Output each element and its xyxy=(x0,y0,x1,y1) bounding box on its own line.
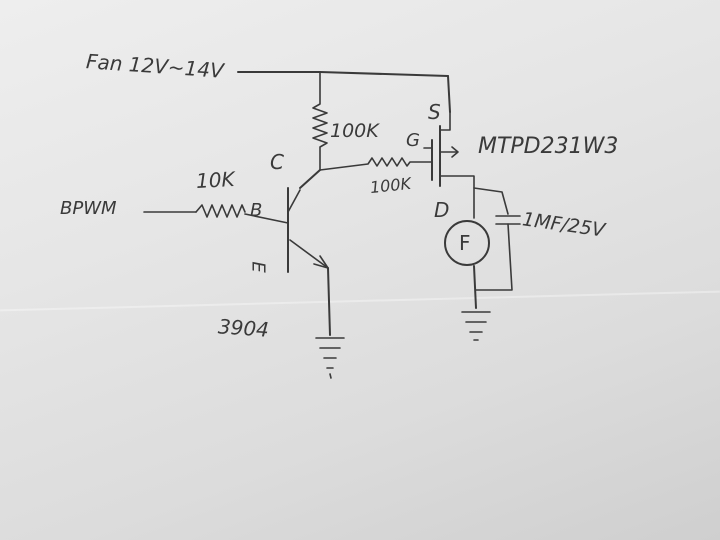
drain-pin-label: D xyxy=(434,198,450,222)
pullup-resistor-symbol xyxy=(312,71,328,171)
supply-rail-wire xyxy=(237,71,449,77)
base-resistor-label: 10K xyxy=(195,167,236,193)
base-wire xyxy=(244,213,289,224)
fan-ground-icon xyxy=(461,311,491,341)
pullup-resistor-label: 100K xyxy=(330,120,379,142)
source-pin-label: S xyxy=(428,100,441,124)
emitter-pin-label: E xyxy=(247,261,269,273)
fan-motor-circle xyxy=(444,220,490,266)
transistor-part-label: 3904 xyxy=(217,314,270,342)
fan-symbol-label: F xyxy=(459,231,471,255)
mosfet-part-label: MTPD231W3 xyxy=(478,134,619,159)
transistor-ground-icon xyxy=(315,337,345,379)
fan-to-ground-wire xyxy=(473,265,477,309)
collector-pin-label: C xyxy=(270,150,284,174)
mosfet-drain-lead xyxy=(439,175,475,219)
gate-pin-label: G xyxy=(406,130,420,151)
collector-wire xyxy=(299,169,321,189)
gate-resistor-symbol xyxy=(319,157,433,171)
capacitor-top-wire xyxy=(473,187,509,215)
transistor-emitter-leg xyxy=(289,239,329,269)
mosfet-source-lead xyxy=(439,111,451,131)
gate-resistor-label: 100K xyxy=(369,173,412,198)
pwm-input-label: BPWM xyxy=(60,198,117,219)
base-resistor-symbol xyxy=(195,204,246,218)
transistor-collector-leg xyxy=(287,189,301,213)
mosfet-body-arrow-icon xyxy=(439,146,459,158)
emitter-to-ground-wire xyxy=(327,267,331,336)
base-pin-label: B xyxy=(250,200,263,221)
capacitor-bottom-wire xyxy=(475,223,513,291)
supply-to-source-wire xyxy=(447,75,451,113)
